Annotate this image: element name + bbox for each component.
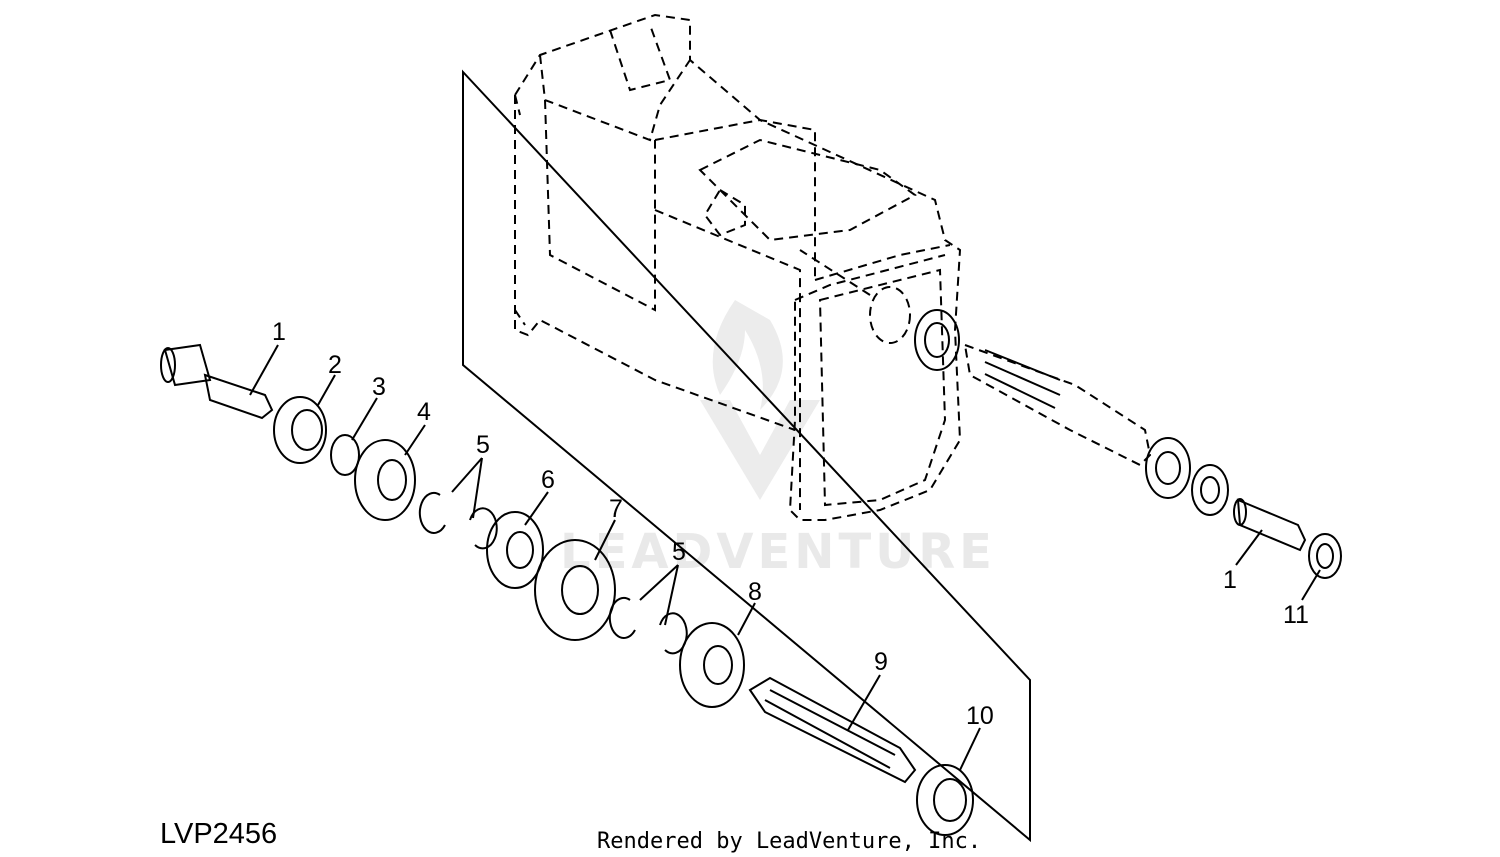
watermark-text: LEADVENTURE [560, 524, 996, 580]
bearing [1145, 437, 1191, 499]
gear-part-6 [486, 511, 544, 589]
callout-4: 4 [417, 398, 431, 426]
callout-1-right: 1 [1223, 566, 1237, 594]
callout-11: 11 [1283, 601, 1309, 629]
callouts: 1 2 3 4 5 6 7 5 8 9 10 1 11 [272, 318, 1309, 730]
shaft-part-1 [163, 343, 274, 420]
snap-ring-part-5a [418, 492, 446, 534]
watermark: LEADVENTURE [560, 300, 996, 580]
render-credit: Rendered by LeadVenture, Inc. [597, 829, 981, 854]
callout-2: 2 [328, 351, 342, 379]
callout-3: 3 [372, 373, 386, 401]
stub-shaft [1236, 498, 1307, 552]
callout-9: 9 [874, 648, 888, 676]
reference-code: LVP2456 [160, 818, 277, 850]
snap-ring-part-5c [608, 597, 636, 639]
transmission-housing [514, 13, 962, 521]
upper-shaft-assembly [914, 309, 1342, 579]
gear-part-7 [534, 539, 616, 641]
lower-parts-assembly [160, 343, 974, 836]
splined-shaft-part-9 [748, 676, 917, 784]
callout-8: 8 [748, 578, 762, 606]
bearing-part-2 [273, 396, 327, 464]
gear-part-4 [354, 439, 416, 521]
gear [1191, 464, 1229, 516]
callout-7: 7 [609, 495, 623, 523]
callout-1: 1 [272, 318, 286, 346]
seal [1308, 533, 1342, 579]
bearing-part-10 [916, 764, 974, 836]
callout-10: 10 [966, 702, 994, 730]
assembly-plane [462, 69, 1031, 843]
splined-shaft [963, 343, 1152, 467]
callout-5: 5 [476, 431, 490, 459]
leader-lines [249, 344, 1321, 771]
gear-part-8 [679, 622, 745, 708]
washer-part-3 [330, 434, 360, 476]
callout-6: 6 [541, 466, 555, 494]
callout-5-second: 5 [672, 538, 686, 566]
